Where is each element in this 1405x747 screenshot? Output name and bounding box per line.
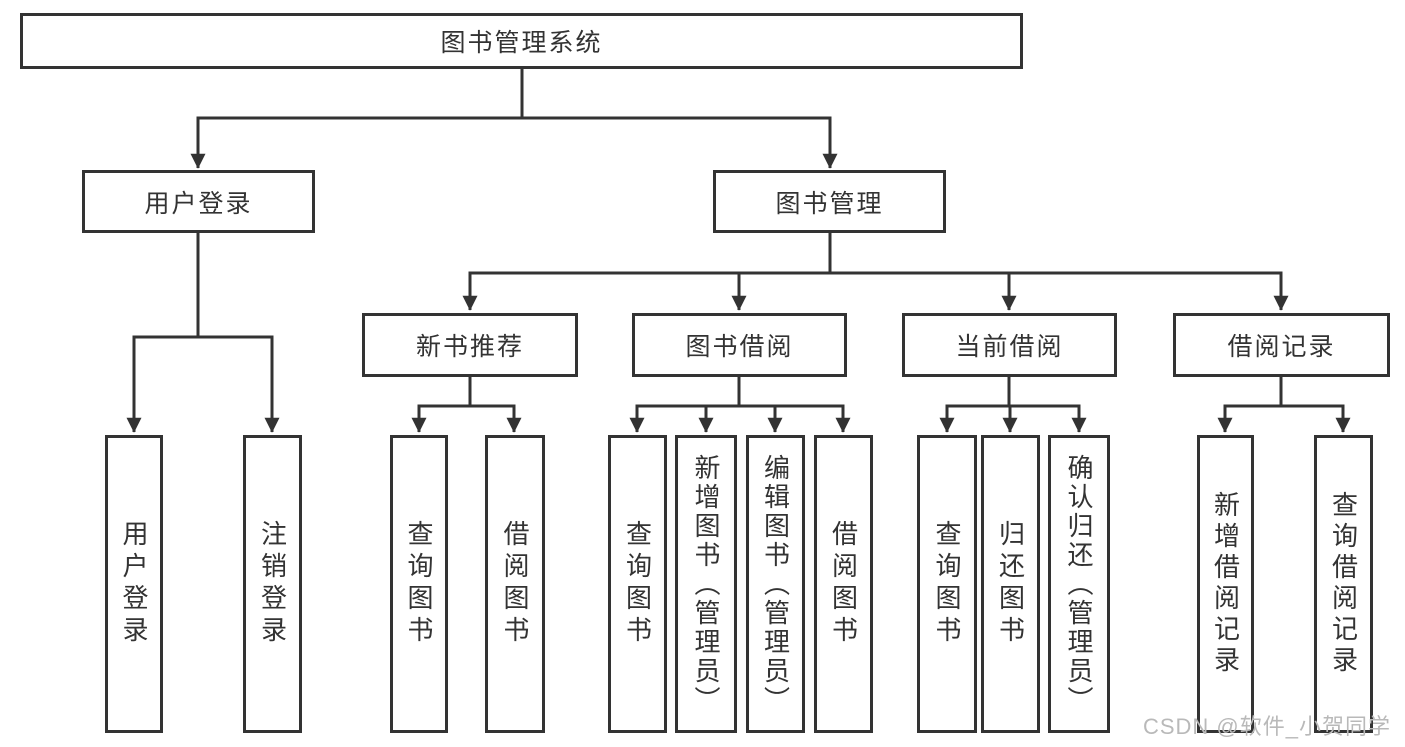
- node-label: 新增图书（管理员）: [691, 453, 721, 715]
- leaf-borrow-books-borrow: 借阅图书: [814, 435, 873, 733]
- node-label: 图书管理系统: [440, 29, 603, 57]
- node-new-book-recommend: 新书推荐: [362, 313, 578, 377]
- node-label: 用户登录: [144, 189, 253, 218]
- node-label: 借阅图书: [500, 520, 530, 648]
- leaf-edit-book-admin: 编辑图书（管理员）: [746, 435, 805, 733]
- node-label: 查询借阅记录: [1328, 491, 1359, 677]
- node-label: 确认归还（管理员）: [1064, 453, 1094, 715]
- node-label: 当前借阅: [955, 333, 1064, 361]
- leaf-confirm-return-admin: 确认归还（管理员）: [1048, 435, 1110, 733]
- node-book-borrow: 图书借阅: [632, 313, 847, 377]
- node-label: 查询图书: [404, 520, 434, 648]
- node-label: 图书管理: [775, 189, 884, 218]
- node-label: 归还图书: [995, 520, 1026, 648]
- node-label: 借阅记录: [1227, 333, 1336, 361]
- leaf-return-book: 归还图书: [981, 435, 1040, 733]
- leaf-logout: 注销登录: [243, 435, 302, 733]
- leaf-query-books-borrow: 查询图书: [608, 435, 667, 733]
- leaf-add-borrow-record: 新增借阅记录: [1197, 435, 1254, 733]
- node-label: 注销登录: [257, 520, 288, 648]
- node-user-login: 用户登录: [82, 170, 315, 233]
- leaf-borrow-books-recommend: 借阅图书: [485, 435, 545, 733]
- node-label: 编辑图书（管理员）: [760, 453, 791, 715]
- node-label: 新书推荐: [415, 333, 524, 361]
- node-label: 查询图书: [932, 520, 962, 648]
- node-borrow-records: 借阅记录: [1173, 313, 1390, 377]
- node-library-system: 图书管理系统: [20, 13, 1023, 69]
- node-label: 新增借阅记录: [1210, 491, 1241, 677]
- node-current-borrow: 当前借阅: [902, 313, 1117, 377]
- leaf-query-books-current: 查询图书: [917, 435, 977, 733]
- leaf-add-book-admin: 新增图书（管理员）: [675, 435, 737, 733]
- leaf-user-login: 用户登录: [105, 435, 163, 733]
- node-label: 用户登录: [119, 520, 149, 648]
- node-label: 借阅图书: [828, 520, 859, 648]
- node-label: 查询图书: [622, 520, 653, 648]
- node-book-management: 图书管理: [713, 170, 946, 233]
- leaf-query-borrow-record: 查询借阅记录: [1314, 435, 1373, 733]
- node-label: 图书借阅: [685, 333, 794, 361]
- leaf-query-books-recommend: 查询图书: [390, 435, 448, 733]
- watermark: CSDN @软件_小贺同学: [1142, 714, 1391, 739]
